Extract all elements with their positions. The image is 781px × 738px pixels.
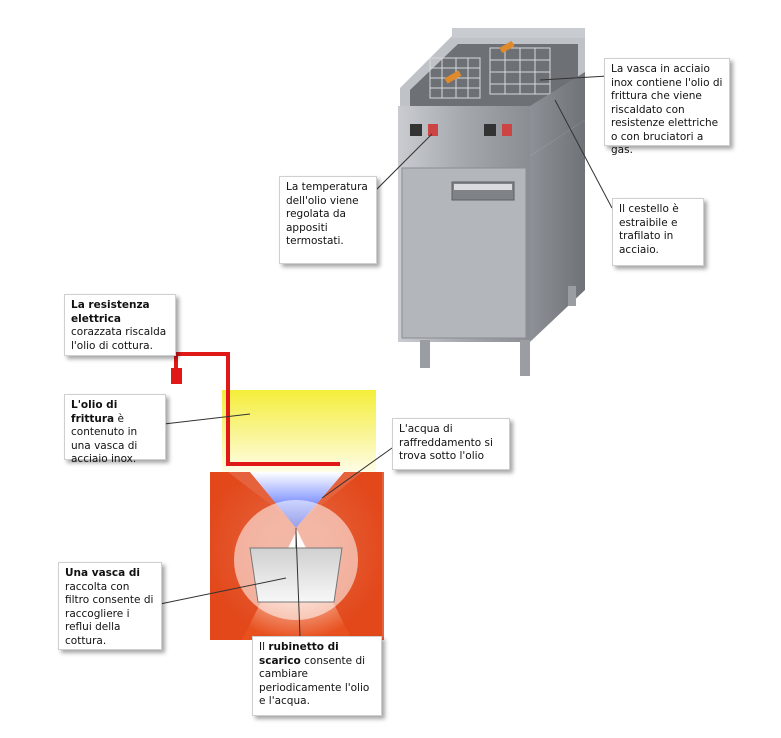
callout-vasca-raccolta-bold: Una vasca di xyxy=(65,567,141,579)
leader-lines xyxy=(159,75,613,637)
callout-rubinetto-text: consente di cambiare periodicamente l'ol… xyxy=(259,654,370,708)
callout-vasca-inox-text: La vasca in acciaio inox contiene l'olio… xyxy=(611,63,723,156)
callout-rubinetto-pre: Il xyxy=(259,641,269,653)
callout-cestello-text: Il cestello è estraibile e trafilato in … xyxy=(619,203,679,256)
callout-acqua: L'acqua di raffreddamento si trova sotto… xyxy=(392,418,510,470)
callout-rubinetto: Il rubinetto di scarico consente di camb… xyxy=(252,636,382,716)
fryer-illustration xyxy=(398,28,585,376)
callout-olio-frittura: L'olio di frittura è contenuto in una va… xyxy=(64,394,166,465)
callout-resistenza-bold: La resistenza elettrica xyxy=(71,299,150,325)
callout-acqua-text: L'acqua di raffreddamento si trova sotto… xyxy=(399,423,493,462)
callout-vasca-inox: La vasca in acciaio inox contiene l'olio… xyxy=(604,58,730,156)
callout-temperatura: La temperatura dell'olio viene regolata … xyxy=(279,176,377,264)
callout-rubinetto-bold: rubinetto di scarico xyxy=(259,641,339,667)
fryer-cross-section xyxy=(171,352,384,640)
callout-vasca-raccolta-text: raccolta con filtro consente di raccogli… xyxy=(65,580,154,647)
callout-resistenza-text: corazzata riscalda l'olio di cottura. xyxy=(71,326,167,352)
callout-olio-frittura-text: è contenuto in una vasca di acciaio inox… xyxy=(71,412,138,466)
callout-vasca-raccolta: Una vasca di raccolta con filtro consent… xyxy=(58,562,162,650)
callout-resistenza: La resistenza elettrica corazzata riscal… xyxy=(64,294,176,356)
callout-olio-frittura-bold: L'olio di frittura xyxy=(71,399,118,425)
callout-temperatura-text: La temperatura dell'olio viene regolata … xyxy=(286,181,368,247)
callout-cestello: Il cestello è estraibile e trafilato in … xyxy=(612,198,704,266)
